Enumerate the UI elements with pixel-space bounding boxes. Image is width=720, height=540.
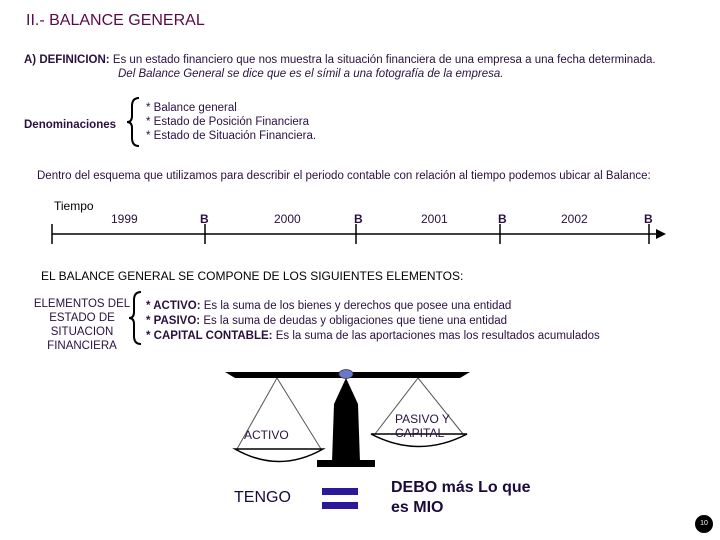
- component-activo: * ACTIVO: Es la suma de los bienes y der…: [146, 300, 511, 312]
- page-title: II.- BALANCE GENERAL: [26, 12, 205, 30]
- definition-line: A) DEFINICION: Es un estado financiero q…: [24, 54, 656, 66]
- dentro-text: Dentro del esquema que utilizamos para d…: [37, 170, 651, 182]
- timeline-marker: B: [644, 212, 653, 226]
- component-name: * ACTIVO:: [146, 300, 201, 312]
- equals-icon: [322, 486, 358, 512]
- component-desc: Es la suma de las aportaciones mas los r…: [276, 330, 600, 342]
- denominacion-item: * Estado de Situación Financiera.: [146, 130, 316, 142]
- timeline-marker: B: [354, 212, 363, 226]
- timeline-marker: B: [498, 212, 507, 226]
- timeline-label: Tiempo: [54, 199, 94, 213]
- timeline-year: 2000: [274, 212, 301, 226]
- definition-label: A) DEFINICION:: [24, 54, 110, 66]
- definition-text-2: Del Balance General se dice que es el sí…: [118, 68, 503, 80]
- equation-right: DEBO más Lo que es MIO: [391, 478, 531, 518]
- timeline-marker: B: [200, 212, 209, 226]
- timeline-year: 2002: [561, 212, 588, 226]
- component-desc: Es la suma de los bienes y derechos que …: [204, 300, 512, 312]
- scale-right-label: PASIVO Y CAPITAL: [395, 412, 455, 440]
- definition-text: Es un estado financiero que nos muestra …: [113, 54, 656, 66]
- timeline-year: 2001: [421, 212, 448, 226]
- page-number: 10: [696, 516, 712, 532]
- elementos-brace-icon: [128, 290, 144, 346]
- elementos-label: ELEMENTOS DEL ESTADO DE SITUACION FINANC…: [30, 297, 134, 353]
- component-desc: Es la suma de deudas y obligaciones que …: [203, 315, 507, 327]
- denominacion-item: * Balance general: [146, 102, 237, 114]
- equation-left: TENGO: [234, 489, 291, 507]
- compone-title: EL BALANCE GENERAL SE COMPONE DE LOS SIG…: [41, 269, 463, 283]
- denominaciones-label: Denominaciones: [24, 119, 116, 131]
- denominacion-item: * Estado de Posición Financiera: [146, 116, 309, 128]
- component-name: * CAPITAL CONTABLE:: [146, 330, 273, 342]
- component-pasivo: * PASIVO: Es la suma de deudas y obligac…: [146, 315, 507, 327]
- component-capital: * CAPITAL CONTABLE: Es la suma de las ap…: [146, 330, 600, 342]
- denominaciones-brace-icon: [126, 96, 142, 148]
- scale-left-label: ACTIVO: [244, 428, 289, 442]
- component-name: * PASIVO:: [146, 315, 200, 327]
- timeline-year: 1999: [111, 212, 138, 226]
